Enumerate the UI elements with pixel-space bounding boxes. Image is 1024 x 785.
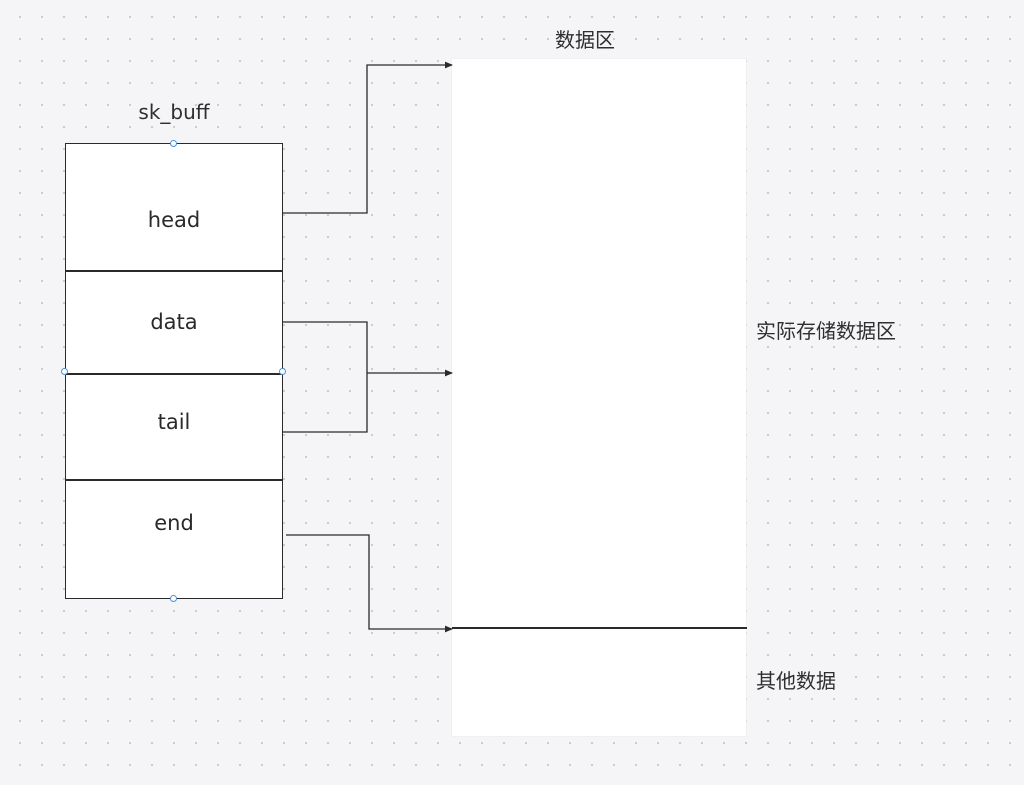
field-head: head (147, 208, 201, 232)
data-region-split-line (452, 627, 747, 629)
sk-buff-title: sk_buff (138, 100, 210, 124)
other-data-label: 其他数据 (756, 669, 836, 693)
data-region-title: 数据区 (555, 28, 615, 52)
field-end: end (154, 511, 194, 535)
data-region-box[interactable] (452, 59, 746, 736)
selection-handle-left[interactable] (61, 368, 68, 375)
field-divider (66, 270, 282, 272)
connector-end[interactable] (286, 534, 453, 633)
field-divider (66, 479, 282, 481)
sk-buff-struct[interactable]: head data tail end (65, 143, 283, 599)
field-tail: tail (157, 410, 191, 434)
connector-head[interactable] (283, 61, 453, 214)
connector-tail[interactable] (283, 373, 368, 433)
selection-handle-top[interactable] (170, 140, 177, 147)
field-divider (66, 373, 282, 375)
selection-handle-bottom[interactable] (170, 595, 177, 602)
field-data: data (150, 310, 198, 334)
connector-data[interactable] (283, 321, 368, 373)
actual-data-label: 实际存储数据区 (756, 319, 896, 343)
selection-handle-right[interactable] (279, 368, 286, 375)
